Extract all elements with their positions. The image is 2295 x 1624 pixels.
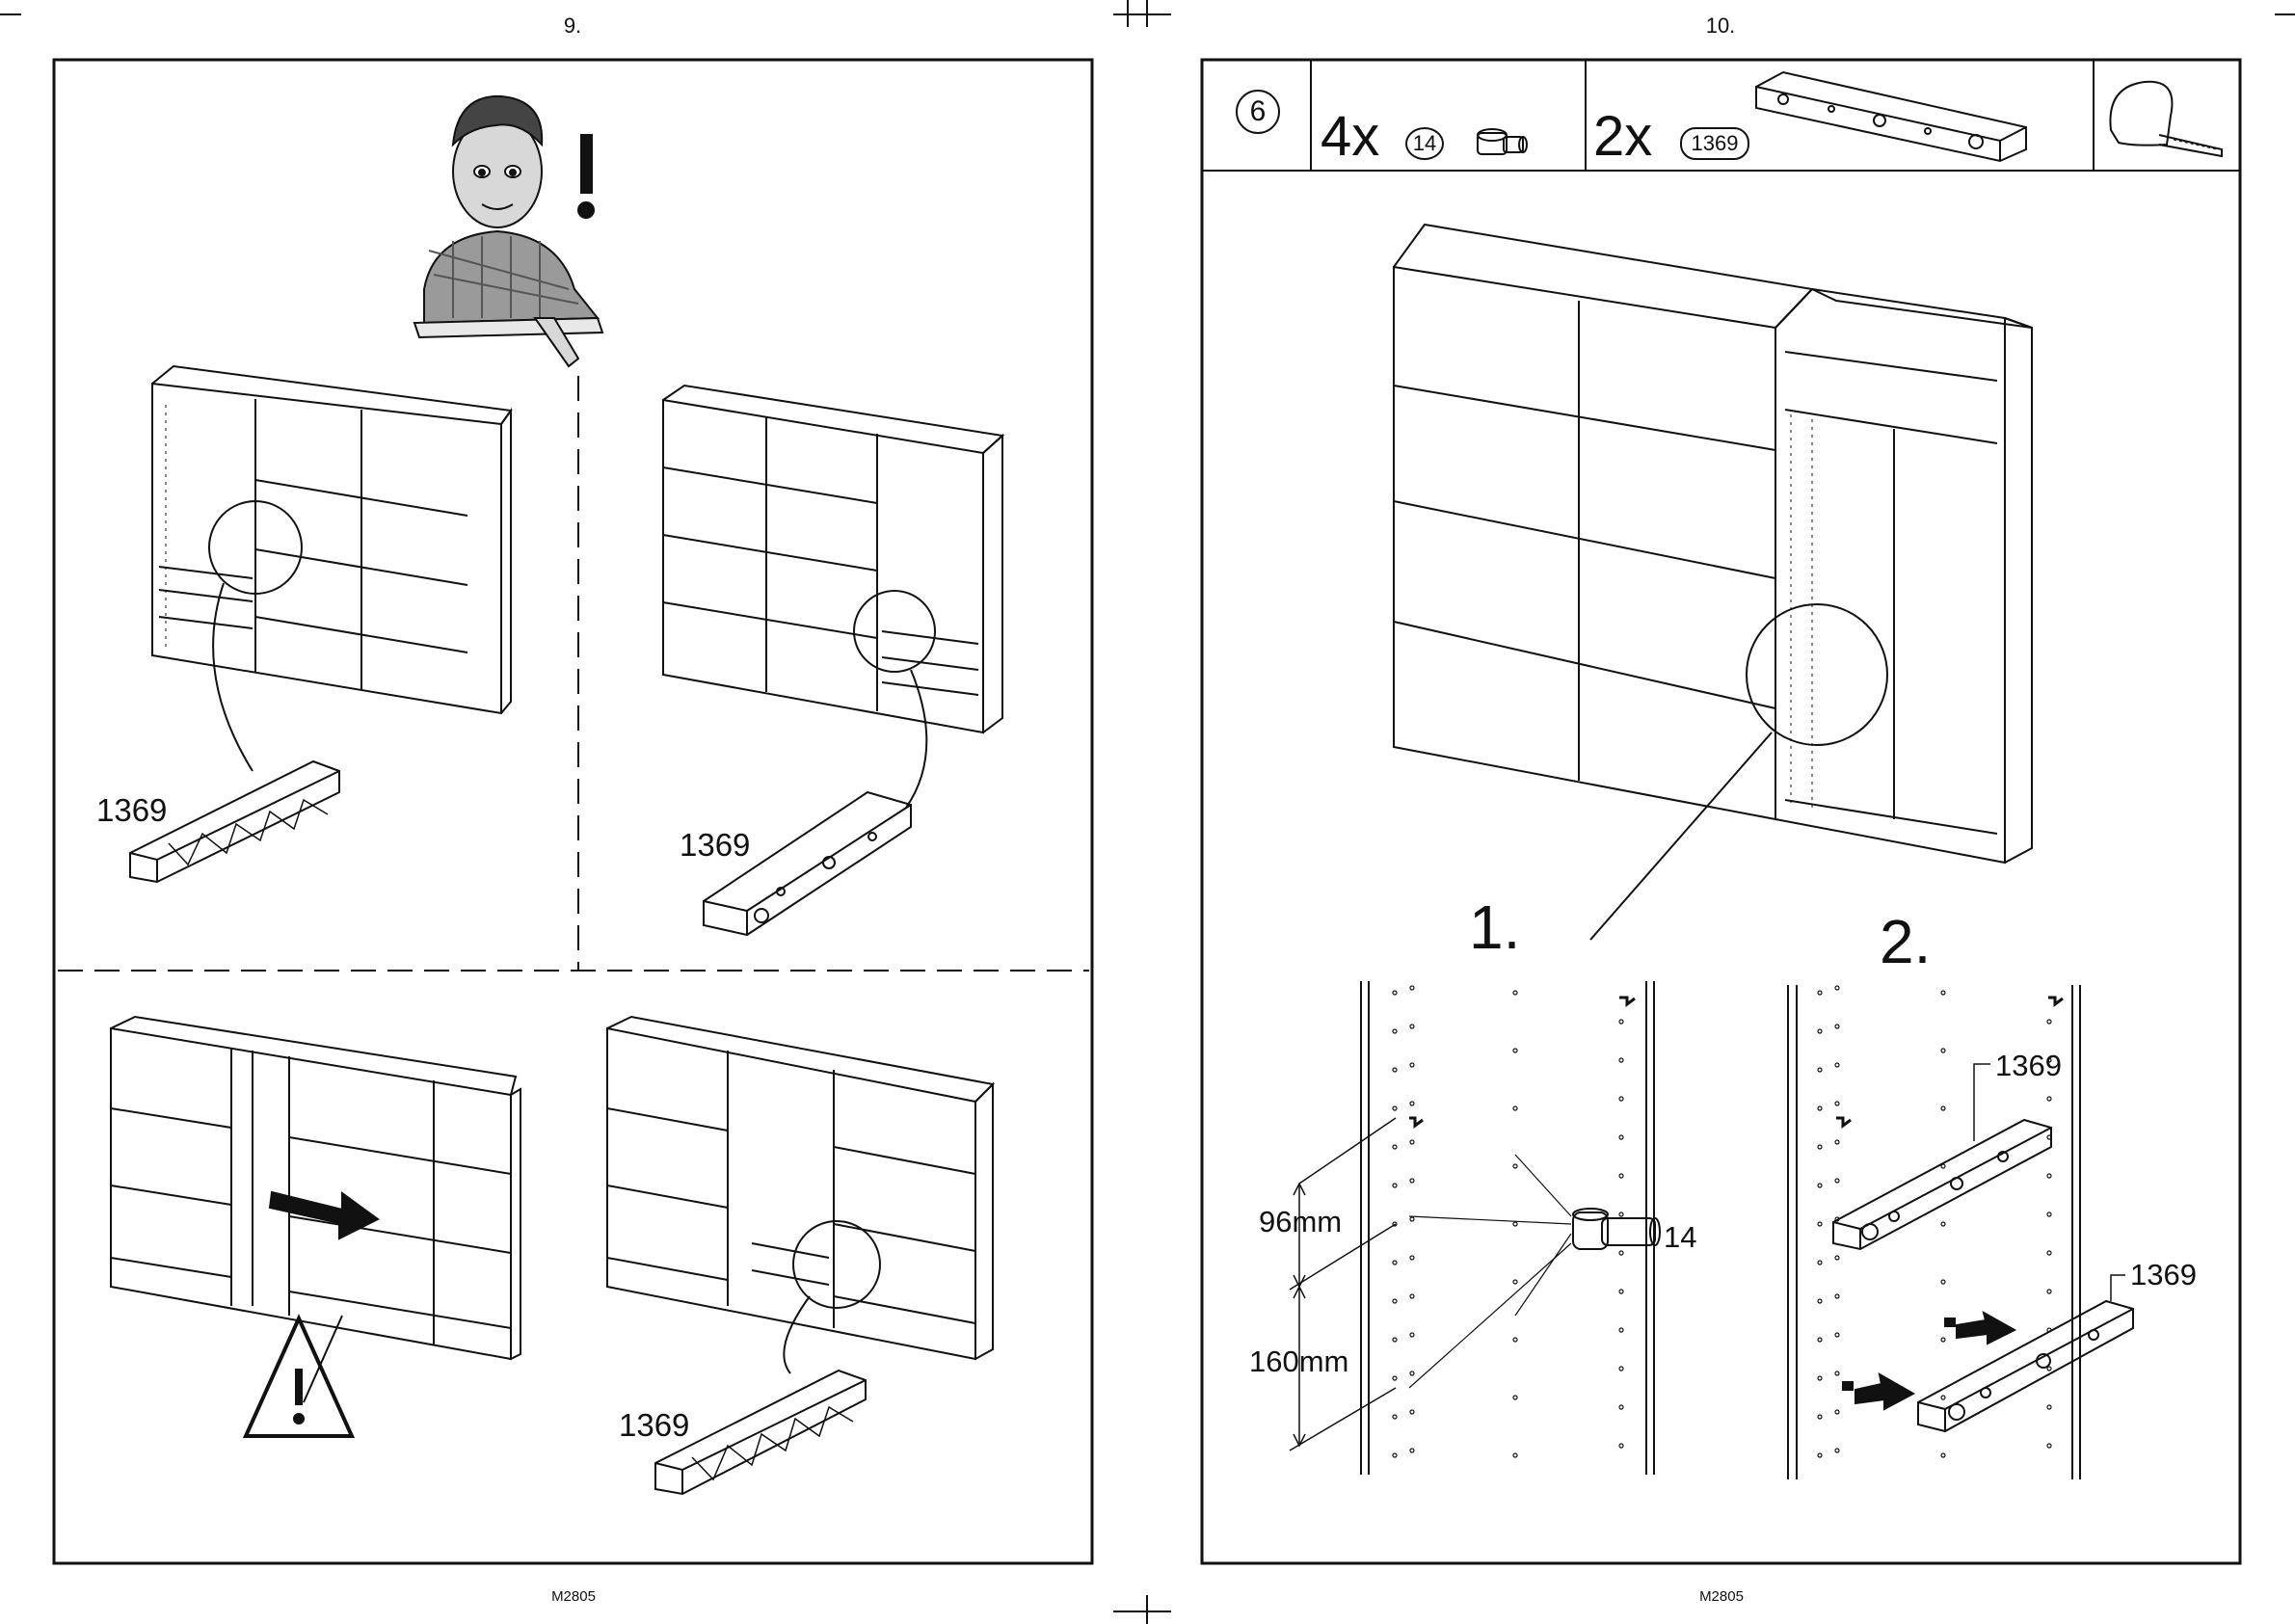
assembler-illustration	[414, 96, 602, 366]
part-label-14: 14	[1664, 1220, 1696, 1255]
part-label-1369-upper: 1369	[1995, 1049, 2062, 1083]
part-b-id-badge: 1369	[1680, 127, 1749, 160]
dimension-96mm: 96mm	[1259, 1205, 1342, 1239]
part-b-count: 2x	[1593, 104, 1652, 169]
tape-measure-icon	[2110, 82, 2222, 156]
wardrobe-top-left	[130, 366, 511, 882]
substep-1-detail	[1290, 981, 1660, 1475]
dowel-part-14-drawing	[1478, 129, 1527, 154]
detail-circle	[793, 1221, 880, 1308]
wardrobe-main	[1394, 225, 2032, 940]
part-a-count: 4x	[1321, 104, 1379, 169]
part-label-1369-bottom-right: 1369	[619, 1407, 689, 1444]
substep-1-label: 1.	[1469, 892, 1520, 963]
wardrobe-bottom-left	[111, 1017, 520, 1436]
substep-2-label: 2.	[1880, 906, 1931, 977]
part-label-1369-top-left: 1369	[96, 792, 167, 829]
step-number-badge: 6	[1236, 90, 1280, 134]
dimension-160mm: 160mm	[1249, 1344, 1348, 1379]
part-a-id-badge: 14	[1405, 127, 1444, 160]
part-label-1369-lower: 1369	[2130, 1258, 2197, 1292]
detail-circle	[1747, 604, 1887, 745]
right-page-frame	[1202, 60, 2240, 1563]
plinth-part-1369-drawing	[1756, 72, 2026, 161]
substep-2-detail	[1788, 985, 2133, 1479]
part-label-1369-top-right: 1369	[680, 827, 750, 864]
